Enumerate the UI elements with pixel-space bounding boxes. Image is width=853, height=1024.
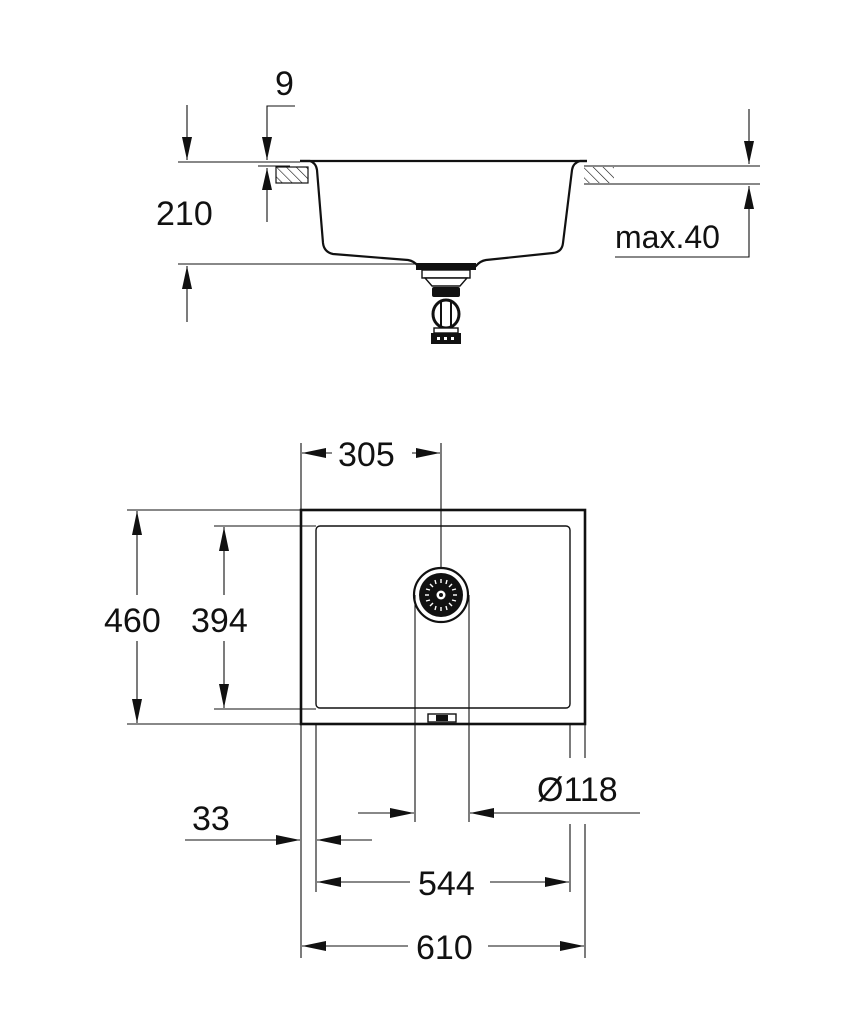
- dim-394-label: 394: [191, 602, 248, 640]
- dim-9-label: 9: [275, 65, 294, 103]
- sink-basin-profile: [300, 159, 587, 268]
- overflow-icon: [427, 713, 457, 723]
- dim-9-leader: [266, 105, 295, 160]
- dim-610: 610: [302, 929, 584, 967]
- worktop-hatch-left: [275, 166, 309, 184]
- dim-460-label: 460: [104, 602, 161, 640]
- dim-305-label: 305: [338, 436, 395, 474]
- dim-544-label: 544: [418, 865, 475, 903]
- dim-33: 33: [185, 800, 372, 845]
- worktop-hatch-right: [584, 167, 614, 183]
- dim-118-label: Ø118: [537, 771, 618, 809]
- dim-118: Ø118: [358, 771, 640, 818]
- drain-strainer-icon: [412, 566, 470, 624]
- dim-610-label: 610: [416, 929, 473, 967]
- drain-waste-icon: [416, 263, 476, 344]
- dim-460: 460: [104, 511, 161, 723]
- top-view: 305 460 394 Ø118: [104, 436, 640, 967]
- dim-210-label: 210: [156, 195, 213, 233]
- dim-33-label: 33: [192, 800, 230, 838]
- side-view: 210 9 max.40: [156, 65, 760, 344]
- dim-544: 544: [317, 865, 569, 903]
- dim-305: 305: [302, 436, 440, 474]
- dim-394: 394: [191, 527, 248, 708]
- dim-max40-leader: [615, 186, 750, 258]
- sink-inner-basin: [315, 525, 571, 709]
- dim-max40-label: max.40: [615, 219, 720, 255]
